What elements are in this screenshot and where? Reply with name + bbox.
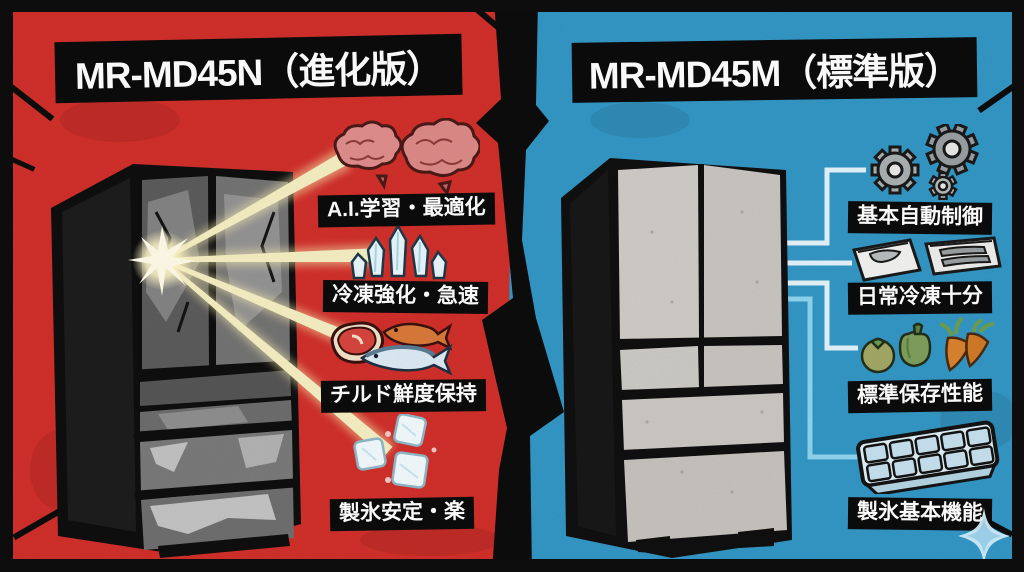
feature-label-wrap: A.I.学習・最適化 (317, 192, 495, 228)
feature-label-wrap: 製氷安定・楽 (329, 496, 475, 532)
vegetables-icon (852, 314, 1004, 376)
feature-label-wrap: 冷凍強化・急速 (322, 279, 489, 315)
frozen-packs-icon (848, 236, 1008, 282)
gear-top (924, 124, 980, 177)
meat-fish-icon (322, 314, 472, 376)
ice-crystals-icon (346, 224, 450, 282)
ice-cubes-icon (348, 414, 448, 494)
feature-label-wrap: チルド鮮度保持 (318, 379, 488, 414)
frame-border-bottom (0, 559, 1024, 572)
feature-label-wrap: 基本自動制御 (845, 201, 995, 236)
model-title-right: MR-MD45M（標準版） (571, 37, 978, 103)
gears-icon (855, 124, 995, 200)
gear-large (870, 145, 920, 195)
feature-label: 基本自動制御 (847, 201, 993, 236)
feature-label: 製氷安定・楽 (329, 496, 475, 532)
frame-border-right (1012, 0, 1024, 572)
feature-label: A.I.学習・最適化 (317, 192, 495, 228)
feature-label: 冷凍強化・急速 (322, 279, 489, 315)
frame-border-left (0, 0, 13, 572)
frame-border-top (0, 0, 1024, 12)
brains-icon (320, 118, 480, 194)
gear-small (928, 171, 958, 200)
feature-label: チルド鮮度保持 (320, 379, 486, 414)
model-title-left: MR-MD45N（進化版） (54, 33, 463, 104)
feature-label-wrap: 標準保存性能 (845, 378, 995, 414)
feature-label: 標準保存性能 (847, 378, 993, 414)
feature-label: 日常冷凍十分 (847, 281, 993, 315)
ice-tray-icon (850, 418, 1006, 494)
feature-label-wrap: 日常冷凍十分 (845, 281, 995, 315)
